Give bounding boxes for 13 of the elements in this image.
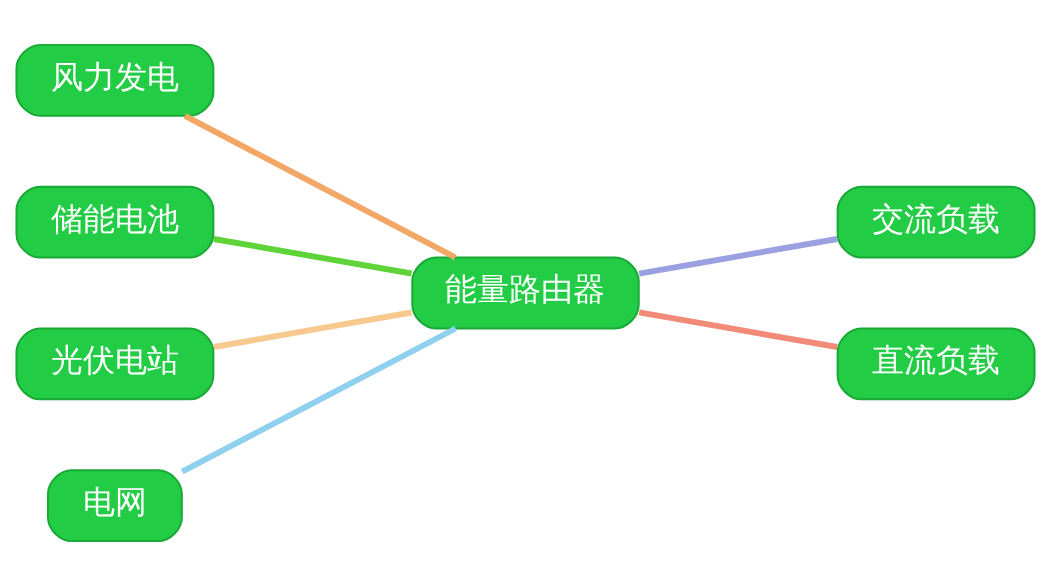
connector [213,235,413,276]
connector [213,309,413,350]
node-box: 电网 [46,468,183,542]
node-box: 储能电池 [15,185,215,259]
connector [183,112,457,260]
connector [638,309,838,350]
node-box: 交流负载 [836,185,1036,259]
node-box: 光伏电站 [15,326,215,400]
node-box: 能量路由器 [411,256,640,329]
node-box: 直流负载 [836,326,1036,400]
node-box: 风力发电 [15,43,215,117]
connector [638,235,838,276]
connector [180,325,457,474]
